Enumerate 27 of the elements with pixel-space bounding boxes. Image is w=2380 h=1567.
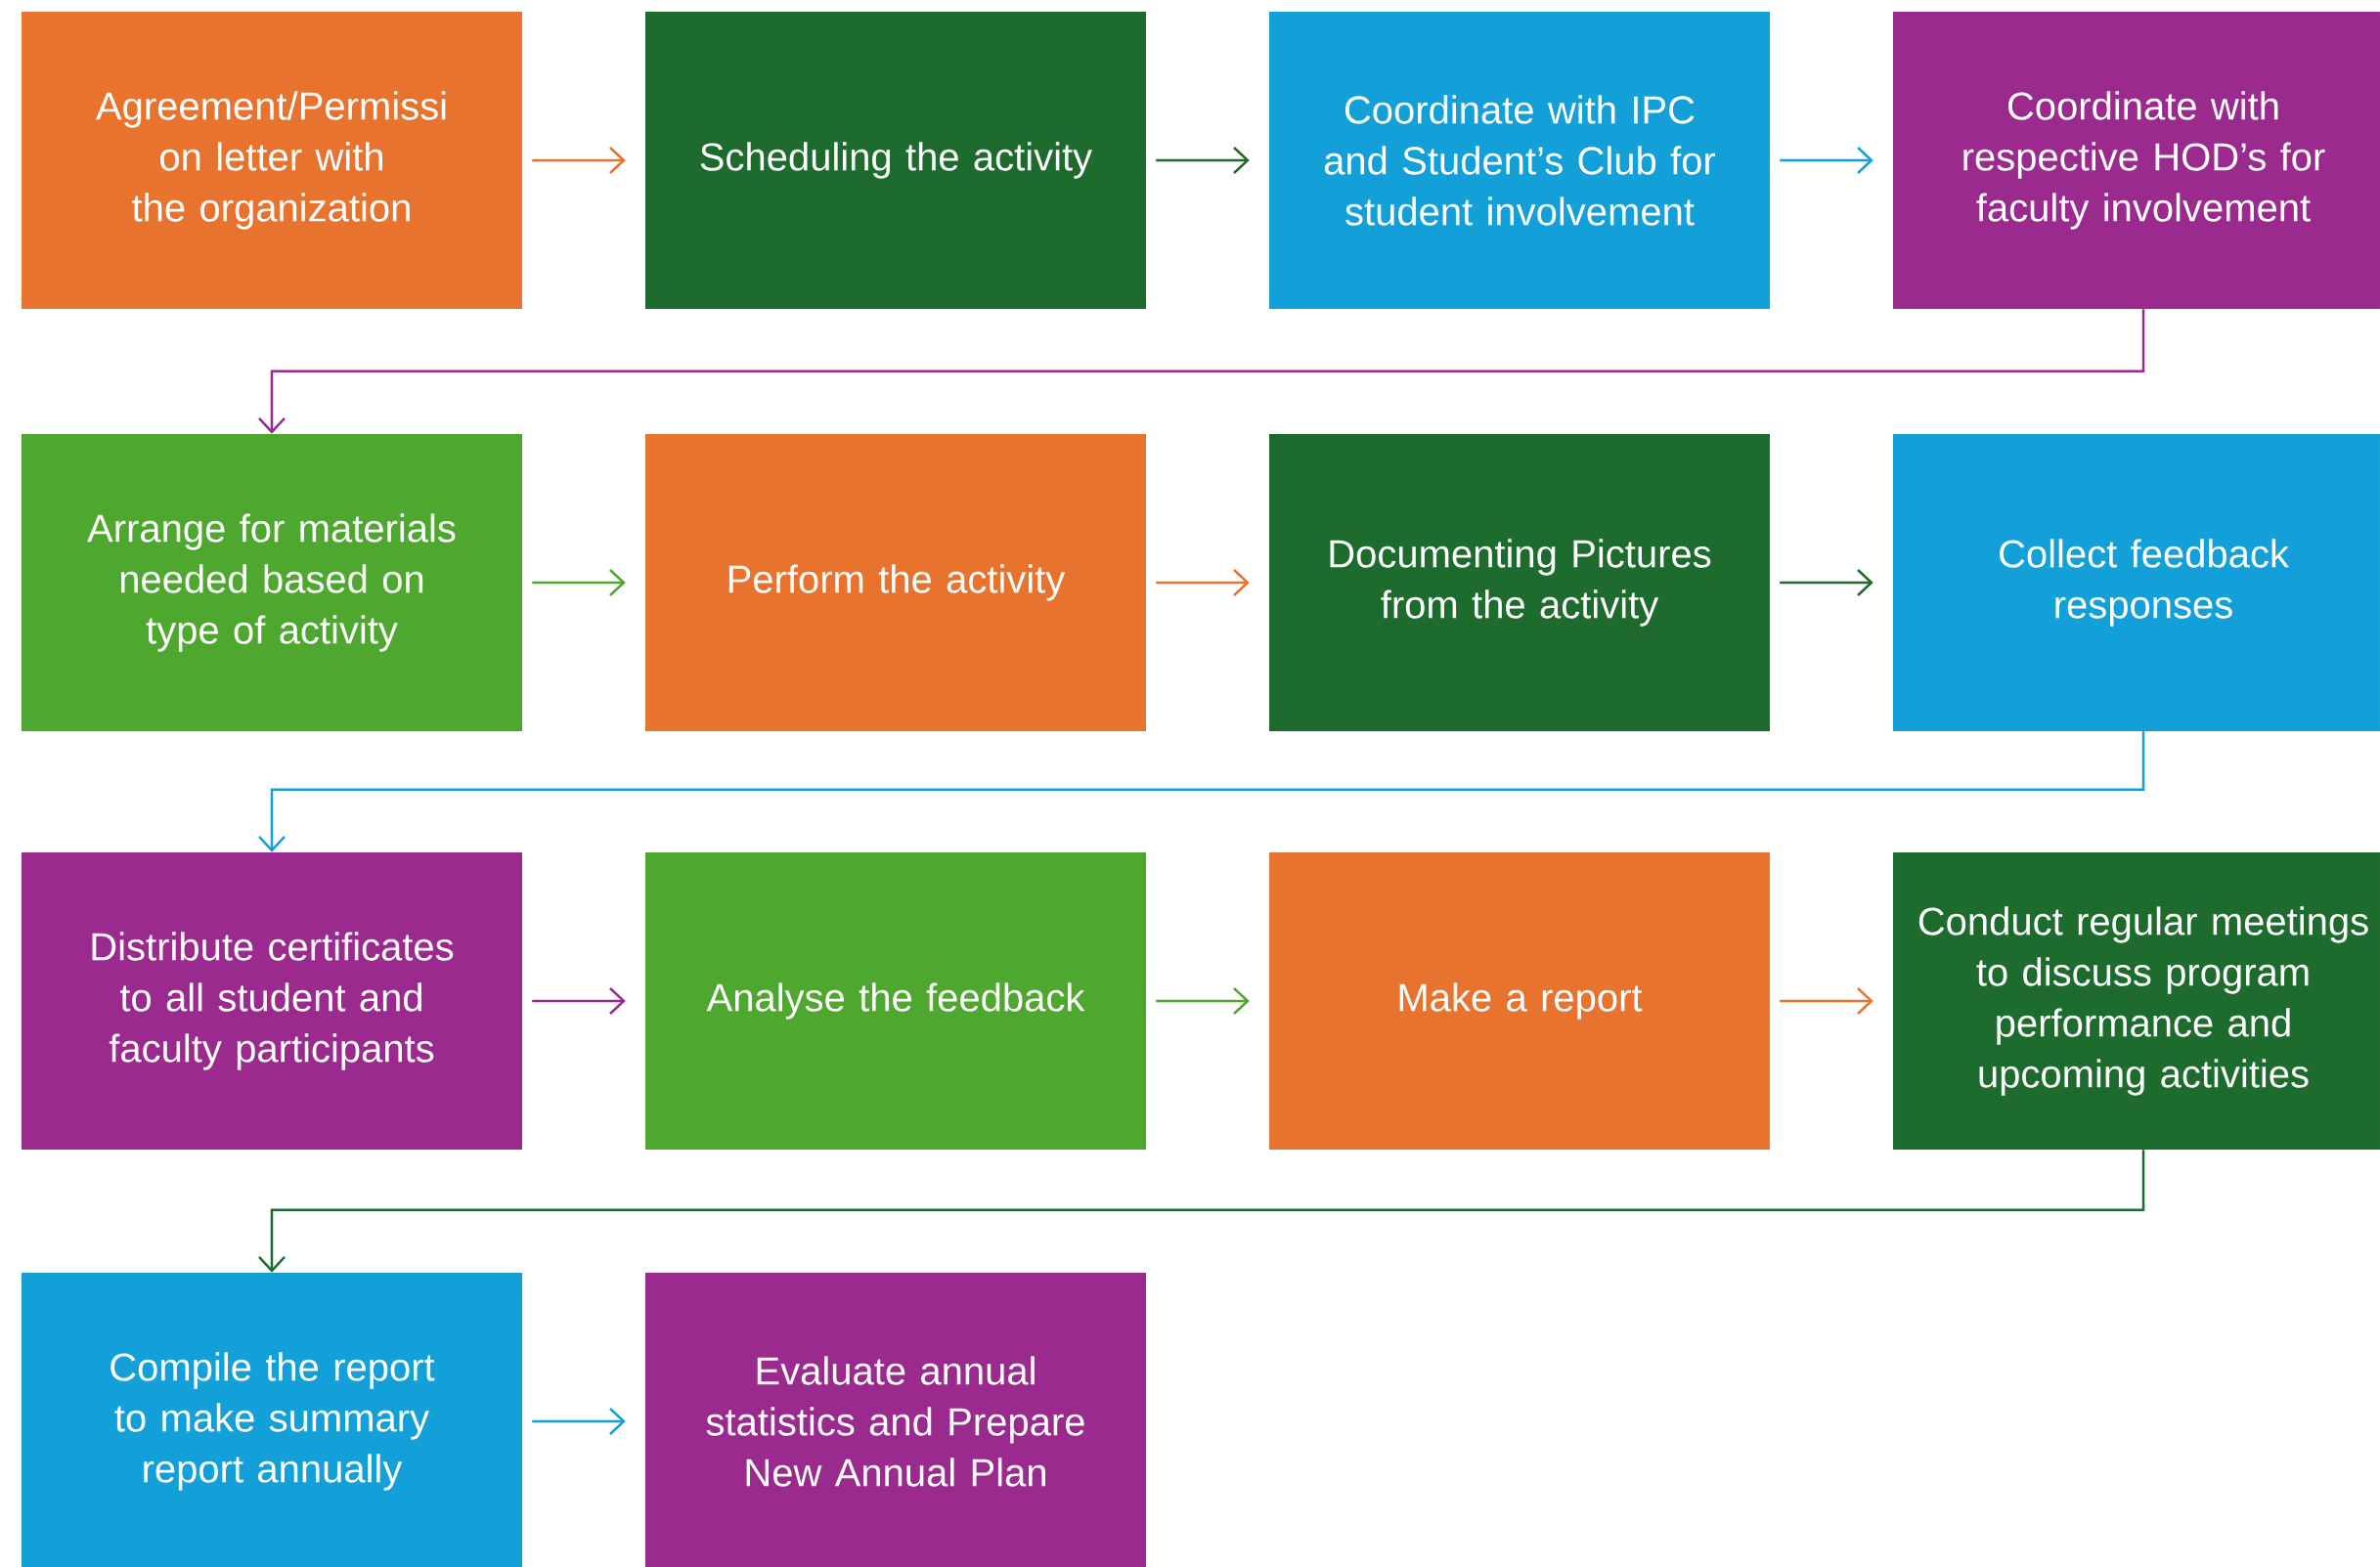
arrow (532, 1408, 626, 1435)
arrow (1780, 147, 1873, 174)
arrow (532, 987, 626, 1015)
process-box: Scheduling the activity (645, 12, 1146, 309)
arrow (1780, 569, 1873, 596)
arrow (1156, 569, 1250, 596)
arrow (532, 147, 626, 174)
process-box: Collect feedback responses (1893, 434, 2380, 731)
arrow (258, 1150, 2145, 1273)
process-box: Analyse the feedback (645, 852, 1146, 1150)
process-box: Distribute certificates to all student and faculty participants (22, 852, 522, 1150)
process-box: Compile the report to make summary report annually (22, 1273, 522, 1567)
arrow (532, 569, 626, 596)
arrow (1156, 147, 1250, 174)
process-box: Agreement/Permissi on letter with the organization (22, 12, 522, 309)
process-box: Conduct regular meetings to discuss program performance and upcoming activities (1893, 852, 2380, 1150)
process-box: Evaluate annual statistics and Prepare New Annual Plan (645, 1273, 1146, 1567)
arrow (1156, 987, 1250, 1015)
arrow (258, 731, 2145, 852)
process-box: Coordinate with respective HOD’s for faculty involvement (1893, 12, 2380, 309)
arrow (258, 309, 2145, 434)
arrow (1780, 987, 1873, 1015)
process-box: Arrange for materials needed based on type of activity (22, 434, 522, 731)
process-box: Documenting Pictures from the activity (1269, 434, 1770, 731)
process-box: Perform the activity (645, 434, 1146, 731)
process-box: Coordinate with IPC and Student’s Club for student involvement (1269, 12, 1770, 309)
process-box: Make a report (1269, 852, 1770, 1150)
